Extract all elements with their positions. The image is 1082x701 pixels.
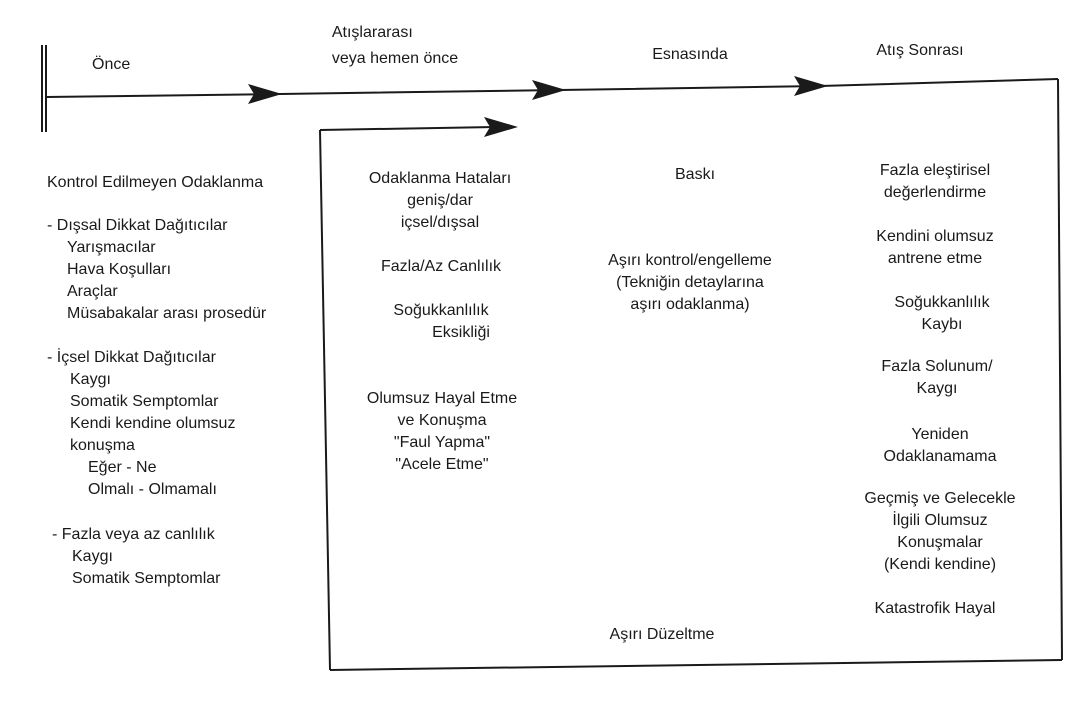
phase-between-line1: Atışlararası	[331, 24, 413, 41]
composure-lack-line: Soğukkanlılık	[393, 302, 489, 319]
composure-loss-line: Soğukkanlılık	[894, 294, 990, 311]
arrowhead-loop	[484, 117, 518, 137]
focus-errors-line: içsel/dışsal	[400, 214, 480, 231]
refocus-failure-line: Odaklanamama	[883, 448, 997, 465]
list-item: Somatik Semptomlar	[70, 393, 219, 410]
composure-loss-line: Kaybı	[921, 316, 963, 333]
feedback-loop-left	[319, 129, 331, 671]
list-item: Hava Koşulları	[67, 261, 172, 278]
past-future-talk-line: Geçmiş ve Gelecekle	[864, 490, 1016, 507]
negative-imagery-line: ve Konuşma	[397, 412, 487, 429]
phase-between-label: Atışlararası veya hemen önce	[332, 20, 458, 72]
phase-between-line2: veya hemen önce	[331, 50, 459, 67]
refocus-failure-line: Yeniden	[911, 426, 969, 443]
list-item: Kaygı	[70, 371, 111, 388]
past-future-talk-line: (Kendi kendine)	[883, 556, 997, 573]
arousal-heading: - Fazla veya az canlılık	[52, 526, 215, 543]
list-item: Somatik Semptomlar	[72, 570, 221, 587]
arrowhead-3	[794, 76, 828, 96]
composure-lack-line: Eksikliği	[432, 324, 490, 341]
sub-list-item: Eğer - Ne	[88, 459, 157, 476]
overcontrol-line: Aşırı kontrol/engelleme	[608, 252, 772, 269]
list-item: Araçlar	[67, 283, 118, 300]
composure-lack-block: Soğukkanlılık Eksikliği	[392, 300, 490, 344]
negative-imagery-line: "Faul Yapma"	[393, 434, 491, 451]
phase-before-label: Önce	[92, 56, 131, 73]
focus-errors-line: Odaklanma Hataları	[368, 170, 512, 187]
refocus-failure-block: Yeniden Odaklanamama	[884, 424, 997, 468]
negative-imagery-line: "Acele Etme"	[395, 456, 489, 473]
list-item: konuşma	[70, 437, 135, 454]
list-item: Kaygı	[72, 548, 113, 565]
feedback-loop-top	[319, 126, 496, 131]
critical-evaluation-line: Fazla eleştirisel	[879, 162, 991, 179]
focus-errors-line: geniş/dar	[407, 192, 473, 209]
list-item: Kendi kendine olumsuz	[70, 415, 236, 432]
breathing-anxiety-line: Kaygı	[916, 380, 958, 397]
critical-evaluation-block: Fazla eleştirisel değerlendirme	[880, 160, 990, 204]
list-item: Yarışmacılar	[67, 239, 156, 256]
breathing-anxiety-line: Fazla Solunum/	[881, 358, 993, 375]
internal-distractors-block: - İçsel Dikkat Dağıtıcılar Kaygı Somatik…	[47, 347, 235, 501]
arousal-block: - Fazla veya az canlılık Kaygı Somatik S…	[52, 524, 221, 590]
feedback-loop-bottom	[329, 659, 1063, 671]
negative-imagery-line: Olumsuz Hayal Etme	[366, 390, 518, 407]
negative-training-block: Kendini olumsuz antrene etme	[876, 226, 993, 270]
catastrophic-imagery-label: Katastrofik Hayal	[874, 600, 996, 617]
overcontrol-line: aşırı odaklanma)	[630, 296, 750, 313]
past-future-talk-line: İlgili Olumsuz	[892, 512, 988, 529]
arrowhead-1	[248, 84, 282, 104]
pressure-label: Baskı	[674, 166, 716, 183]
composure-loss-block: Soğukkanlılık Kaybı	[894, 292, 989, 336]
past-future-talk-block: Geçmiş ve Gelecekle İlgili Olumsuz Konuş…	[864, 488, 1015, 576]
critical-evaluation-line: değerlendirme	[883, 184, 987, 201]
negative-training-line: Kendini olumsuz	[876, 228, 994, 245]
phase-during-label: Esnasında	[652, 46, 728, 63]
arrowhead-2	[532, 80, 566, 100]
sub-list-item: Olmalı - Olmamalı	[88, 481, 217, 498]
phase-after-label: Atış Sonrası	[876, 42, 964, 59]
internal-distractors-heading: - İçsel Dikkat Dağıtıcılar	[47, 349, 216, 366]
overcorrection-label: Aşırı Düzeltme	[609, 626, 715, 643]
feedback-loop-right	[1057, 78, 1063, 661]
uncontrolled-focus-title: Kontrol Edilmeyen Odaklanma	[47, 174, 264, 191]
negative-training-line: antrene etme	[887, 250, 983, 267]
external-distractors-block: - Dışsal Dikkat Dağıtıcılar Yarışmacılar…	[47, 215, 266, 325]
focus-errors-block: Odaklanma Hataları geniş/dar içsel/dışsa…	[369, 168, 511, 234]
arousal-level-label: Fazla/Az Canlılık	[380, 258, 502, 275]
past-future-talk-line: Konuşmalar	[897, 534, 983, 551]
breathing-anxiety-block: Fazla Solunum/ Kaygı	[881, 356, 992, 400]
negative-imagery-block: Olumsuz Hayal Etme ve Konuşma "Faul Yapm…	[367, 388, 517, 476]
list-item: Müsabakalar arası prosedür	[67, 305, 267, 322]
external-distractors-heading: - Dışsal Dikkat Dağıtıcılar	[47, 217, 228, 234]
overcontrol-block: Aşırı kontrol/engelleme (Tekniğin detayl…	[608, 250, 772, 316]
overcontrol-line: (Tekniğin detaylarına	[616, 274, 764, 291]
